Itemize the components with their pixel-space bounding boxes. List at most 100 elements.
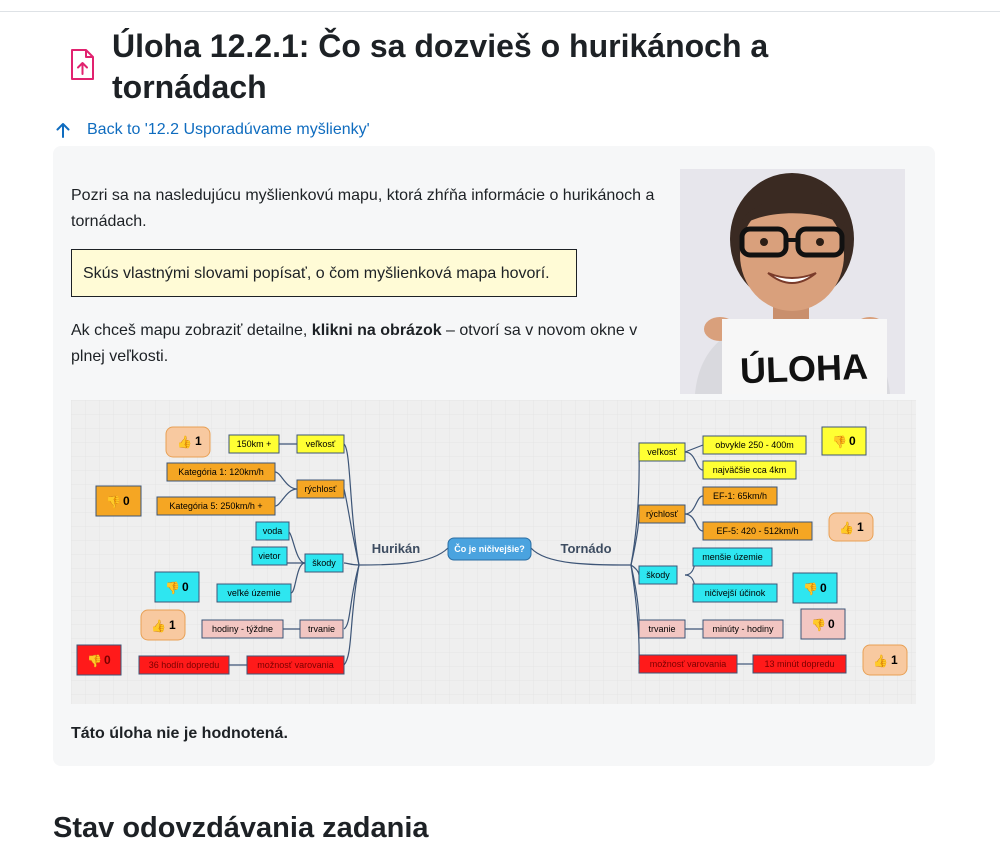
intro-text: Pozri sa na nasledujúcu myšlienkovú mapu… [71, 187, 655, 230]
page-title: Úloha 12.2.1: Čo sa dozvieš o hurikánoch… [112, 28, 769, 105]
center-label: Čo je ničivejšie? [454, 543, 525, 554]
node-right-velkost-value2 [702, 460, 797, 480]
task-box: Skús vlastnými slovami popísať, o čom my… [71, 249, 577, 297]
node-right-varovanie-value [752, 654, 847, 674]
node-left-velkost [296, 434, 345, 454]
thumbs-down-icon: 👎 [803, 582, 818, 596]
node-left-voda-text: voda [263, 526, 283, 536]
rating-left-skody [154, 571, 200, 603]
thumbs-down-icon: 👎 [811, 618, 826, 632]
node-right-velkost-value1-text: obvykle 250 - 400m [715, 440, 794, 450]
rating-left-velkost [165, 426, 211, 458]
node-right-varovanie [638, 654, 738, 674]
node-left-rychlost [296, 479, 345, 499]
node-left-kat1-text: Kategória 1: 120km/h [178, 467, 264, 477]
node-left-trvanie-text: trvanie [308, 624, 335, 634]
node-left-kat1 [166, 462, 276, 482]
node-right-ef5-text: EF-5: 420 - 512km/h [716, 526, 798, 536]
rating-right-rychlost-text: 1 [857, 520, 864, 534]
detail-text-before: Ak chceš mapu zobraziť detailne, [71, 322, 312, 339]
rating-left-skody-text: 0 [182, 580, 189, 594]
node-left-vietor [251, 546, 288, 566]
branch-hurikan-label: Hurikán [372, 541, 420, 556]
node-left-uzemie [216, 583, 292, 603]
node-right-velkost-text: veľkosť [647, 447, 677, 457]
node-left-voda [255, 521, 290, 541]
rating-left-rychlost [95, 485, 142, 517]
node-right-velkost-value1 [702, 435, 807, 455]
rating-left-varovanie [76, 644, 122, 676]
node-right-rychlost [638, 504, 686, 524]
node-left-trvanie [299, 619, 344, 639]
back-link-label[interactable]: Back to '12.2 Usporadúvame myšlienky' [87, 121, 370, 138]
rating-right-rychlost [828, 512, 874, 542]
rating-left-velkost-text: 1 [195, 434, 202, 448]
node-left-uzemie-text: veľké územie [227, 588, 280, 598]
node-left-trvanie-value [201, 619, 284, 639]
node-left-velkost-value-text: 150km + [237, 439, 272, 449]
submission-status-heading: Stav odovzdávania zadania [53, 812, 429, 844]
rating-right-skody [792, 572, 838, 604]
node-left-skody [304, 553, 344, 573]
node-right-trvanie-value [702, 619, 784, 639]
branch-tornado-label: Tornádo [560, 541, 611, 556]
rating-left-trvanie [140, 609, 186, 641]
mindmap-center-node: Čo je ničivejšie? [447, 537, 532, 561]
rating-right-varovanie [862, 644, 908, 676]
node-right-velkost-value2-text: najväčšie cca 4km [713, 465, 787, 475]
node-right-varovanie-value-text: 13 minút dopredu [764, 659, 834, 669]
node-left-rychlost-text: rýchlosť [305, 484, 338, 494]
rating-left-varovanie-text: 0 [104, 653, 111, 667]
detail-text: Ak chceš mapu zobraziť detailne, klikni … [71, 318, 671, 370]
node-left-vietor-text: vietor [258, 551, 280, 561]
node-right-uzemie [692, 547, 773, 567]
detail-text-after: – otvorí sa v novom okne v plnej veľkost… [71, 322, 638, 365]
node-right-trvanie-text: trvanie [648, 624, 675, 634]
node-right-rychlost-text: rýchlosť [646, 509, 679, 519]
mindmap-image[interactable]: Čo je ničivejšie? Hurikán Tornádo veľkos… [71, 400, 916, 704]
rating-right-velkost-text: 0 [849, 434, 856, 448]
node-right-ucinok-text: ničivejší účinok [705, 588, 766, 598]
node-right-trvanie [638, 619, 686, 639]
node-left-velkost-value [228, 434, 280, 454]
thumbs-down-icon: 👎 [832, 435, 847, 449]
thumbs-down-icon: 👎 [87, 654, 102, 668]
thumbs-up-icon: 👍 [839, 521, 854, 535]
node-right-velkost [638, 442, 686, 462]
mindmap-connectors [219, 443, 753, 666]
arrow-up-icon [56, 123, 70, 138]
boy-illustration: ÚLOHA [680, 169, 905, 394]
mindmap-diagram[interactable]: Čo je ničivejšie? Hurikán Tornádo veľkos… [71, 400, 916, 704]
node-right-skody [638, 565, 678, 585]
node-left-varovanie-value-text: 36 hodín dopredu [149, 660, 220, 670]
node-right-skody-text: škody [646, 570, 670, 580]
node-left-kat5 [156, 496, 276, 516]
not-graded-note: Táto úloha nie je hodnotená. [71, 725, 288, 742]
node-left-kat5-text: Kategória 5: 250km/h + [169, 501, 262, 511]
rating-left-trvanie-text: 1 [169, 618, 176, 632]
rating-right-velkost [821, 426, 867, 456]
rating-right-varovanie-text: 1 [891, 653, 898, 667]
task-photo: ÚLOHA [680, 169, 905, 394]
thumbs-up-icon: 👍 [151, 619, 166, 633]
back-link[interactable]: Back to '12.2 Usporadúvame myšlienky' [55, 121, 370, 139]
thumbs-down-icon: 👎 [165, 581, 180, 595]
rating-right-skody-text: 0 [820, 581, 827, 595]
node-right-ef1-text: EF-1: 65km/h [713, 491, 767, 501]
node-left-skody-text: škody [312, 558, 336, 568]
node-left-varovanie [246, 655, 345, 675]
node-left-trvanie-value-text: hodiny - týždne [212, 624, 273, 634]
photo-sign-text: ÚLOHA [739, 345, 868, 391]
thumbs-down-icon: 👎 [106, 495, 121, 509]
assignment-icon [71, 49, 94, 80]
rating-right-trvanie-text: 0 [828, 617, 835, 631]
node-right-ucinok [692, 583, 778, 603]
rating-left-rychlost-text: 0 [123, 494, 130, 508]
node-left-velkost-text: veľkosť [306, 439, 336, 449]
node-right-varovanie-text: možnosť varovania [650, 659, 726, 669]
top-divider [0, 11, 1000, 12]
node-right-ef1 [702, 486, 778, 506]
node-left-varovanie-text: možnosť varovania [257, 660, 333, 670]
node-right-uzemie-text: menšie územie [702, 552, 763, 562]
thumbs-up-icon: 👍 [873, 654, 888, 668]
